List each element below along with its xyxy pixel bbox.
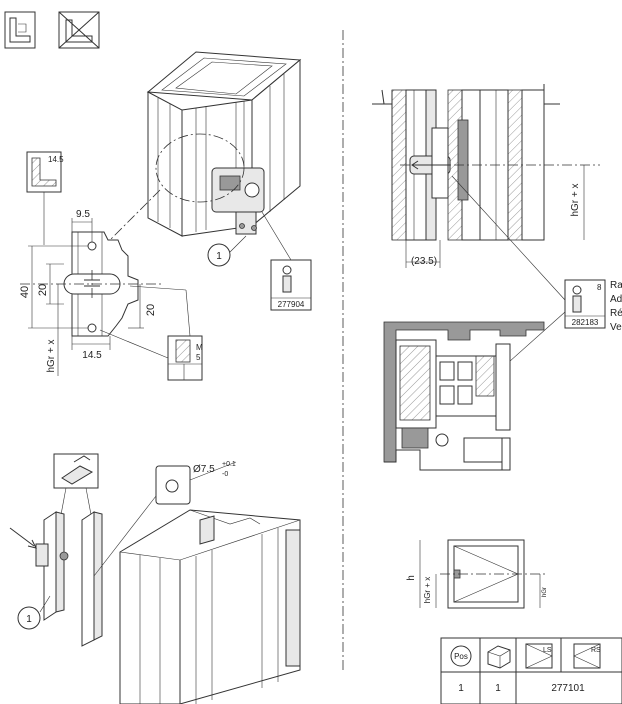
svg-text:Pos: Pos (454, 652, 468, 661)
detail-box-corner: 14.5 (26, 151, 64, 245)
svg-text:1: 1 (216, 251, 222, 262)
dim-20-right: 20 (145, 304, 157, 316)
profile-symbol-icon (4, 11, 36, 49)
crossed-profile-symbol-icon (58, 11, 100, 49)
position-callout-top: 1 (207, 235, 247, 267)
svg-text:282183: 282183 (572, 318, 599, 327)
svg-text:LS: LS (543, 647, 552, 654)
side-language-labels: Ra Ad Ré Ve (610, 280, 622, 333)
svg-text:277101: 277101 (551, 683, 585, 694)
hinge-cutout-detail (20, 231, 162, 337)
dim-hgr-tiny: hGr (542, 587, 548, 597)
svg-text:1: 1 (26, 614, 32, 625)
svg-text:277904: 277904 (278, 300, 305, 309)
svg-text:Ve: Ve (610, 322, 622, 333)
svg-text:+0.1: +0.1 (222, 461, 236, 468)
dim-hgr-x-small: hGr + x (423, 577, 432, 603)
cross-section-view (372, 84, 600, 268)
dim-20-top: 20 (37, 284, 49, 296)
diameter-label: Ø7.5 +0.1 -0 (193, 461, 236, 478)
hinge-part-card-right: 8 282183 (451, 175, 606, 371)
svg-text:RS: RS (591, 647, 601, 654)
svg-text:1: 1 (458, 683, 464, 694)
profile-3d-hinge-view (146, 51, 302, 237)
svg-text:5: 5 (196, 353, 201, 362)
dim-hgr-x-right: hGr + x (570, 183, 581, 216)
svg-text:14.5: 14.5 (48, 155, 64, 164)
svg-text:-0: -0 (222, 471, 228, 478)
detail-marker-ellipse (155, 133, 245, 203)
dim-14-5: 14.5 (82, 350, 102, 361)
svg-text:Ad: Ad (610, 294, 622, 305)
dimension-lines-hinge (28, 218, 144, 376)
dim-40: 40 (19, 286, 31, 298)
svg-text:Ré: Ré (610, 308, 622, 319)
position-callout-bottom: 1 (17, 595, 51, 630)
svg-text:Ø7.5: Ø7.5 (193, 464, 215, 475)
dim-23-5: (23.5) (411, 256, 437, 267)
profile-pin-insertion-view (9, 453, 301, 704)
hinge-part-card: 277904 (261, 211, 312, 311)
dim-9-5: 9.5 (76, 209, 90, 220)
svg-text:8: 8 (597, 283, 602, 292)
window-elevation (419, 539, 548, 609)
detail-leader-line (109, 189, 161, 241)
dim-h: h (406, 575, 417, 581)
dim-hgr-x-left: hGr + x (46, 339, 57, 372)
profile-plan-section (383, 321, 545, 471)
parts-table: Pos LS RS 1 1 277101 (440, 637, 622, 704)
svg-text:Ra: Ra (610, 280, 622, 291)
screw-detail-card: M 5 (99, 285, 203, 381)
svg-text:M: M (196, 343, 203, 352)
svg-text:1: 1 (495, 683, 501, 694)
